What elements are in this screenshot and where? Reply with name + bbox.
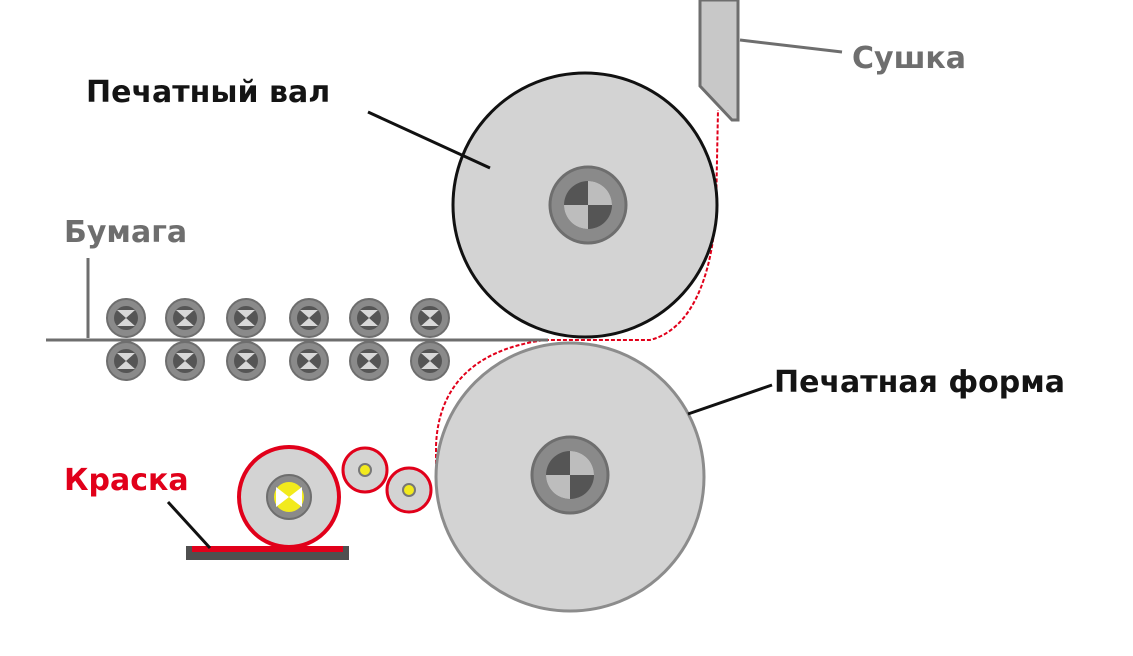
impression-cylinder-label: Печатный вал	[86, 75, 331, 110]
feed-rollers	[106, 298, 450, 381]
bowtie-roller-icon	[106, 341, 146, 381]
ink-transfer-roller-1	[341, 446, 389, 494]
paper-label: Бумага	[64, 215, 188, 250]
bowtie-roller-icon	[410, 341, 450, 381]
plate-cylinder-label: Печатная форма	[774, 365, 1065, 400]
bowtie-roller-icon	[106, 298, 146, 338]
dryer-label: Сушка	[852, 41, 967, 76]
dryer-nozzle	[698, 0, 740, 122]
ink-tray	[186, 546, 349, 560]
plate-cylinder	[434, 341, 706, 613]
bowtie-roller-icon	[289, 341, 329, 381]
ink-core-icon	[266, 474, 312, 520]
impression-hub-icon	[548, 165, 628, 245]
impression-leader-line	[367, 110, 491, 170]
bowtie-roller-icon	[289, 298, 329, 338]
bowtie-roller-icon	[226, 298, 266, 338]
plate-leader-line	[687, 383, 773, 416]
bowtie-roller-icon	[165, 298, 205, 338]
ink-label: Краска	[64, 463, 189, 498]
dryer-leader-line	[739, 38, 843, 54]
plate-hub-icon	[530, 435, 610, 515]
ink-leader-line	[166, 500, 212, 550]
bowtie-roller-icon	[349, 341, 389, 381]
ink-fountain-roller	[237, 445, 341, 549]
bowtie-roller-icon	[165, 341, 205, 381]
impression-cylinder	[451, 71, 719, 339]
bowtie-roller-icon	[410, 298, 450, 338]
bowtie-roller-icon	[349, 298, 389, 338]
bowtie-roller-icon	[226, 341, 266, 381]
ink-transfer-roller-2	[385, 466, 433, 514]
